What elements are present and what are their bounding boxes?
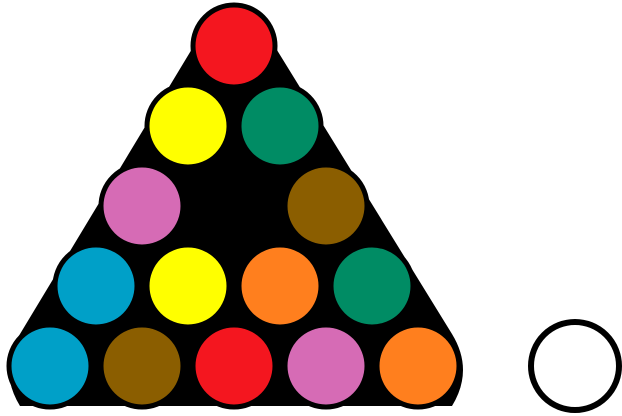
rack-ball-row-4-1 <box>52 242 140 330</box>
rack-ball-row-5-1 <box>6 322 94 410</box>
rack-ball-row-5-2 <box>98 322 186 410</box>
rack-ball-row-3-3 <box>282 162 370 250</box>
rack-ball-row-5-5 <box>374 322 462 410</box>
rack-ball-row-4-4 <box>328 242 416 330</box>
rack-ball-row-2-2 <box>236 82 324 170</box>
cue-ball <box>528 319 622 413</box>
rack-ball-row-4-2 <box>144 242 232 330</box>
ball-group <box>6 2 462 410</box>
rack-ball-row-2-1 <box>144 82 232 170</box>
rack-ball-row-3-1 <box>98 162 186 250</box>
rack-ball-row-5-3 <box>190 322 278 410</box>
rack-ball-row-3-2 <box>190 162 278 250</box>
rack-ball-row-4-3 <box>236 242 324 330</box>
rack-ball-row-1-1 <box>190 2 278 90</box>
rack-ball-row-5-4 <box>282 322 370 410</box>
